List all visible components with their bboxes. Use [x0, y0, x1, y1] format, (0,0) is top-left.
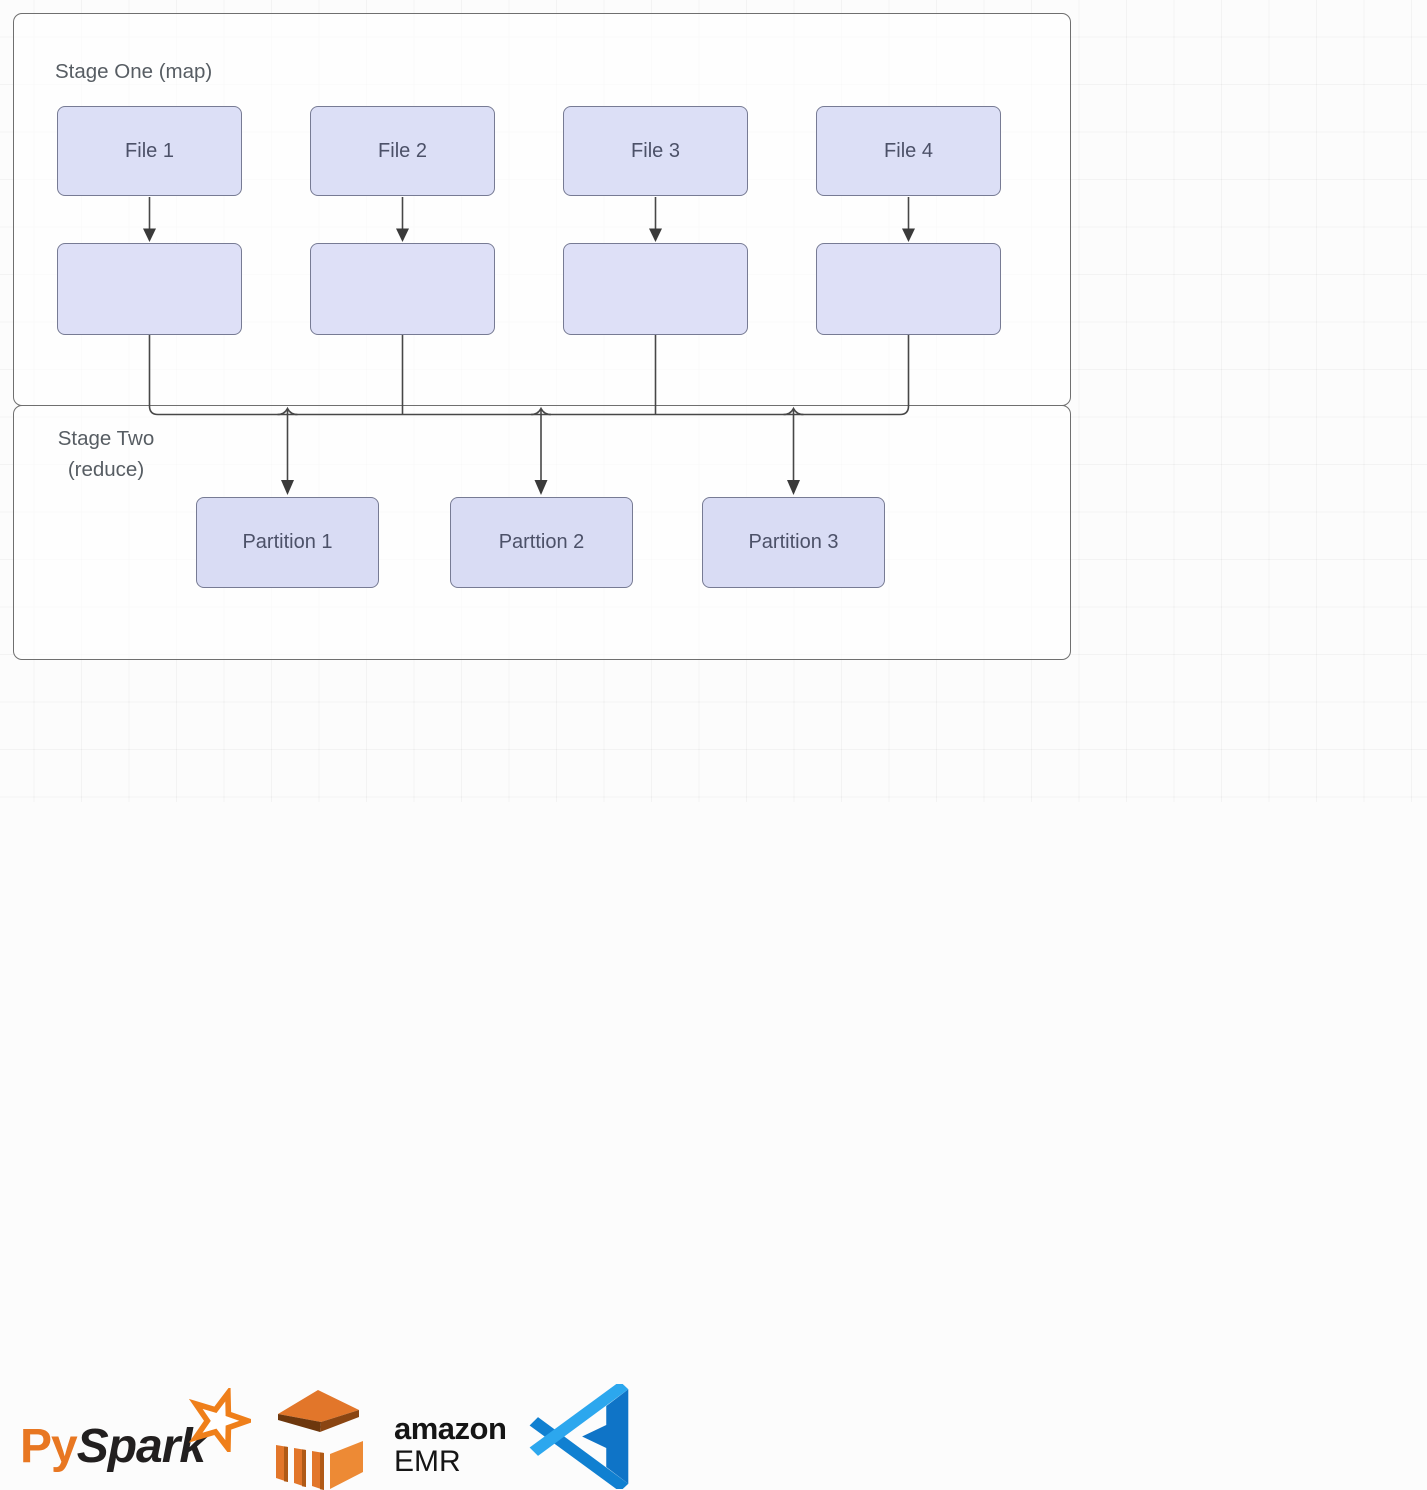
partition-2-node: Parttion 2	[450, 497, 633, 588]
logos-row: PySpark amazon EMR	[0, 688, 700, 1490]
vscode-icon	[529, 1384, 629, 1489]
file-4-node: File 4	[816, 106, 1001, 196]
emr-cube-icon	[276, 1390, 363, 1490]
file-2-node: File 2	[310, 106, 495, 196]
map-task-4-node	[816, 243, 1001, 335]
stage-two-label-line1: Stage Two	[57, 427, 155, 450]
file-2-label: File 2	[378, 139, 427, 162]
star-icon	[188, 1388, 251, 1452]
partition-3-label: Partition 3	[748, 531, 839, 553]
pyspark-spark-text: Spark	[76, 1420, 206, 1473]
file-1-label: File 1	[125, 139, 174, 162]
partition-2-label: Parttion 2	[498, 531, 585, 553]
stage-one-label: Stage One (map)	[55, 60, 213, 83]
partition-3-node: Partition 3	[702, 497, 885, 588]
file-3-label: File 3	[631, 139, 680, 162]
amazon-emr-logo-text: amazon EMR	[394, 1411, 507, 1478]
pyspark-logo: PySpark	[20, 1420, 206, 1473]
file-4-label: File 4	[884, 139, 933, 162]
file-3-node: File 3	[563, 106, 748, 196]
stage-two-label: Stage Two (reduce)	[40, 424, 172, 486]
amazon-text: amazon	[394, 1411, 507, 1446]
stage-two-label-line2: (reduce)	[67, 457, 145, 481]
partition-1-label: Partition 1	[242, 531, 333, 553]
partition-1-node: Partition 1	[196, 497, 379, 588]
file-1-node: File 1	[57, 106, 242, 196]
emr-text: EMR	[394, 1444, 461, 1478]
map-task-2-node	[310, 243, 495, 335]
map-task-1-node	[57, 243, 242, 335]
pyspark-py-text: Py	[20, 1420, 78, 1473]
map-task-3-node	[563, 243, 748, 335]
